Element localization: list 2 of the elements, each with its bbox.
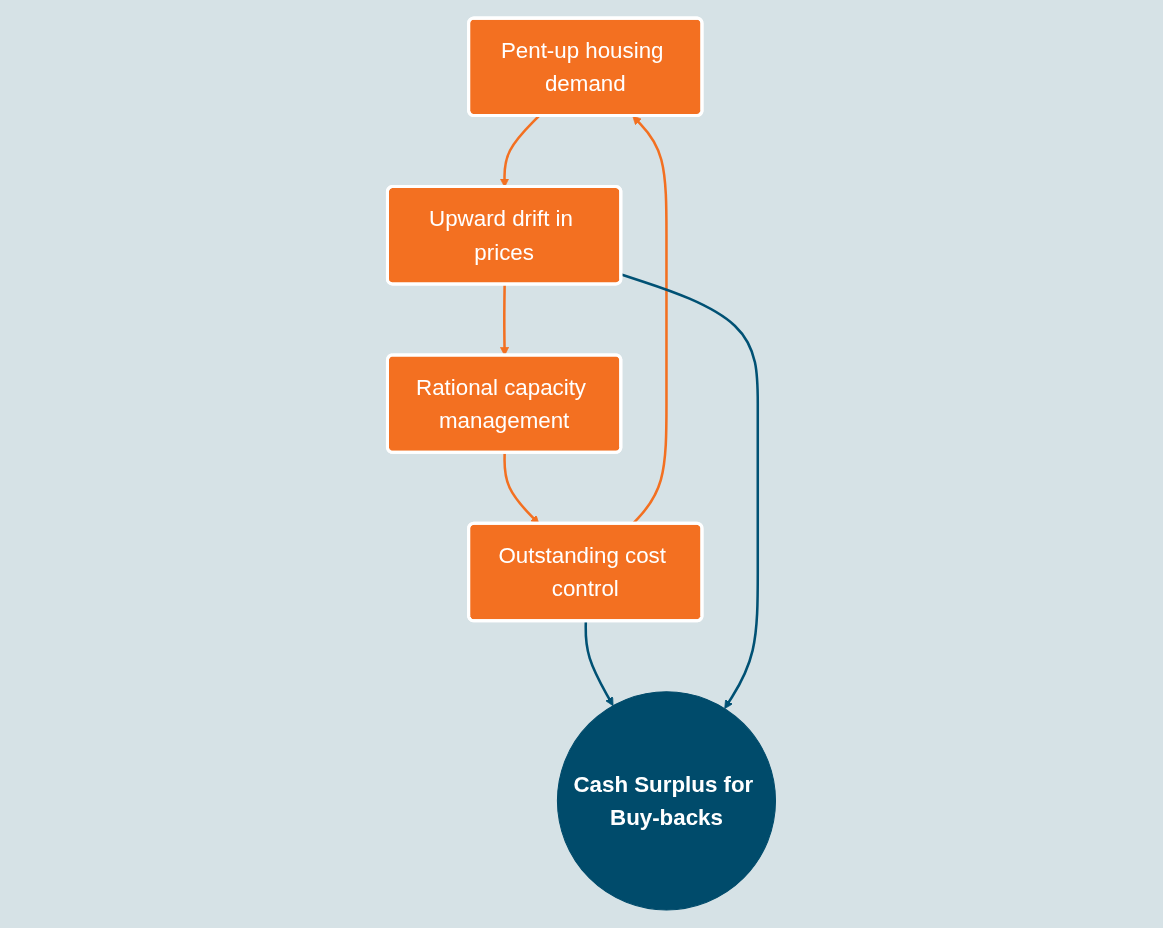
node-circle: Cash Surplus for Buy-backs (556, 691, 777, 911)
arrow (584, 621, 614, 707)
